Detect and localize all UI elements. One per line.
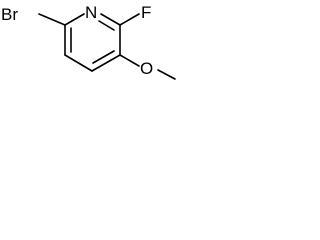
bond-n1-c2-inner xyxy=(98,20,115,31)
bond-c3-c4 xyxy=(91,54,121,72)
bond-c3-o xyxy=(119,54,140,67)
bond-o-ch3 xyxy=(157,69,176,80)
bond-c4-c5 xyxy=(64,54,93,72)
bond-c6-n1 xyxy=(64,13,85,26)
atom-label-fluorine: F xyxy=(141,3,151,22)
bond-c6-br xyxy=(38,13,66,26)
atom-label-bromine: Br xyxy=(1,5,18,24)
atom-label-nitrogen: N xyxy=(85,3,97,22)
structure-diagram: Br N F O xyxy=(1,3,176,80)
bond-n1-c2 xyxy=(100,13,121,26)
bond-c2-f xyxy=(119,13,140,26)
atom-label-oxygen: O xyxy=(140,59,153,78)
bond-c3-c4-inner xyxy=(92,50,115,64)
